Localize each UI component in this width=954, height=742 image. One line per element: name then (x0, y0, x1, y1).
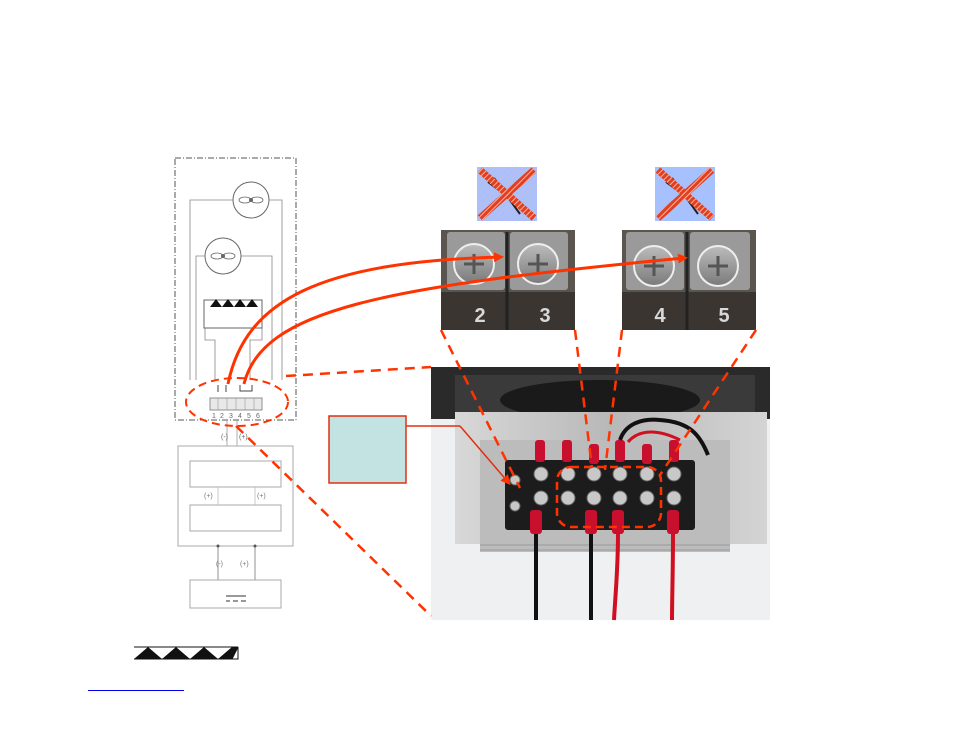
terminal-number-label: 5 (718, 305, 729, 327)
callout-lines (235, 329, 758, 617)
terminals-2-5-highlight (555, 465, 663, 529)
controller-box: (+) (+) (177, 445, 294, 547)
battery-box (189, 579, 282, 609)
terminal-number-label: 2 (474, 305, 485, 327)
peltier-legend-symbol (134, 646, 239, 660)
terminal-number-4: 4 (238, 413, 242, 420)
terminal-block-label-box (328, 415, 407, 484)
terminal-number-5: 5 (247, 413, 251, 420)
fan-icon (204, 237, 242, 275)
polarity-label: (+) (239, 434, 248, 441)
polarity-label: (-) (221, 434, 228, 441)
closeup-photo-terminals-4-5: 4 5 (622, 230, 756, 330)
terminal-number-1: 1 (212, 413, 216, 420)
main-photo-terminal-block (431, 367, 770, 621)
cross-out-icon (477, 167, 537, 221)
terminal-number-label: 4 (654, 305, 666, 327)
terminal-number-label: 3 (539, 305, 550, 327)
wiring-schematic: 1 2 3 4 5 6 (-) (+) (+) (+) (-) (+) (174, 157, 297, 609)
terminal-number-labels: 1 2 3 4 5 6 (212, 413, 260, 420)
device-enclosure-outline (174, 157, 297, 421)
terminal-block-highlight (185, 377, 289, 427)
polarity-label: (-) (216, 561, 223, 568)
fan-icon (232, 181, 270, 219)
closeup-photo-terminals-2-3: 2 3 (441, 230, 575, 330)
polarity-label: (+) (204, 493, 213, 500)
arrow-to-terminal-3 (226, 252, 504, 385)
hyperlink-underline[interactable] (88, 690, 184, 691)
wiring-arrows (226, 252, 688, 385)
cross-out-icon (655, 167, 715, 221)
polarity-label: (+) (240, 561, 249, 568)
battery-icon (226, 595, 246, 602)
internal-wiring (189, 199, 283, 380)
peltier-element-icon (203, 299, 263, 329)
terminal-number-3: 3 (229, 413, 233, 420)
terminal-number-6: 6 (256, 413, 260, 420)
arrow-to-terminal-4 (242, 253, 688, 385)
terminal-number-2: 2 (220, 413, 224, 420)
polarity-label: (+) (257, 493, 266, 500)
terminal-block-symbol (209, 385, 263, 411)
label-leader-arrow (459, 425, 511, 486)
